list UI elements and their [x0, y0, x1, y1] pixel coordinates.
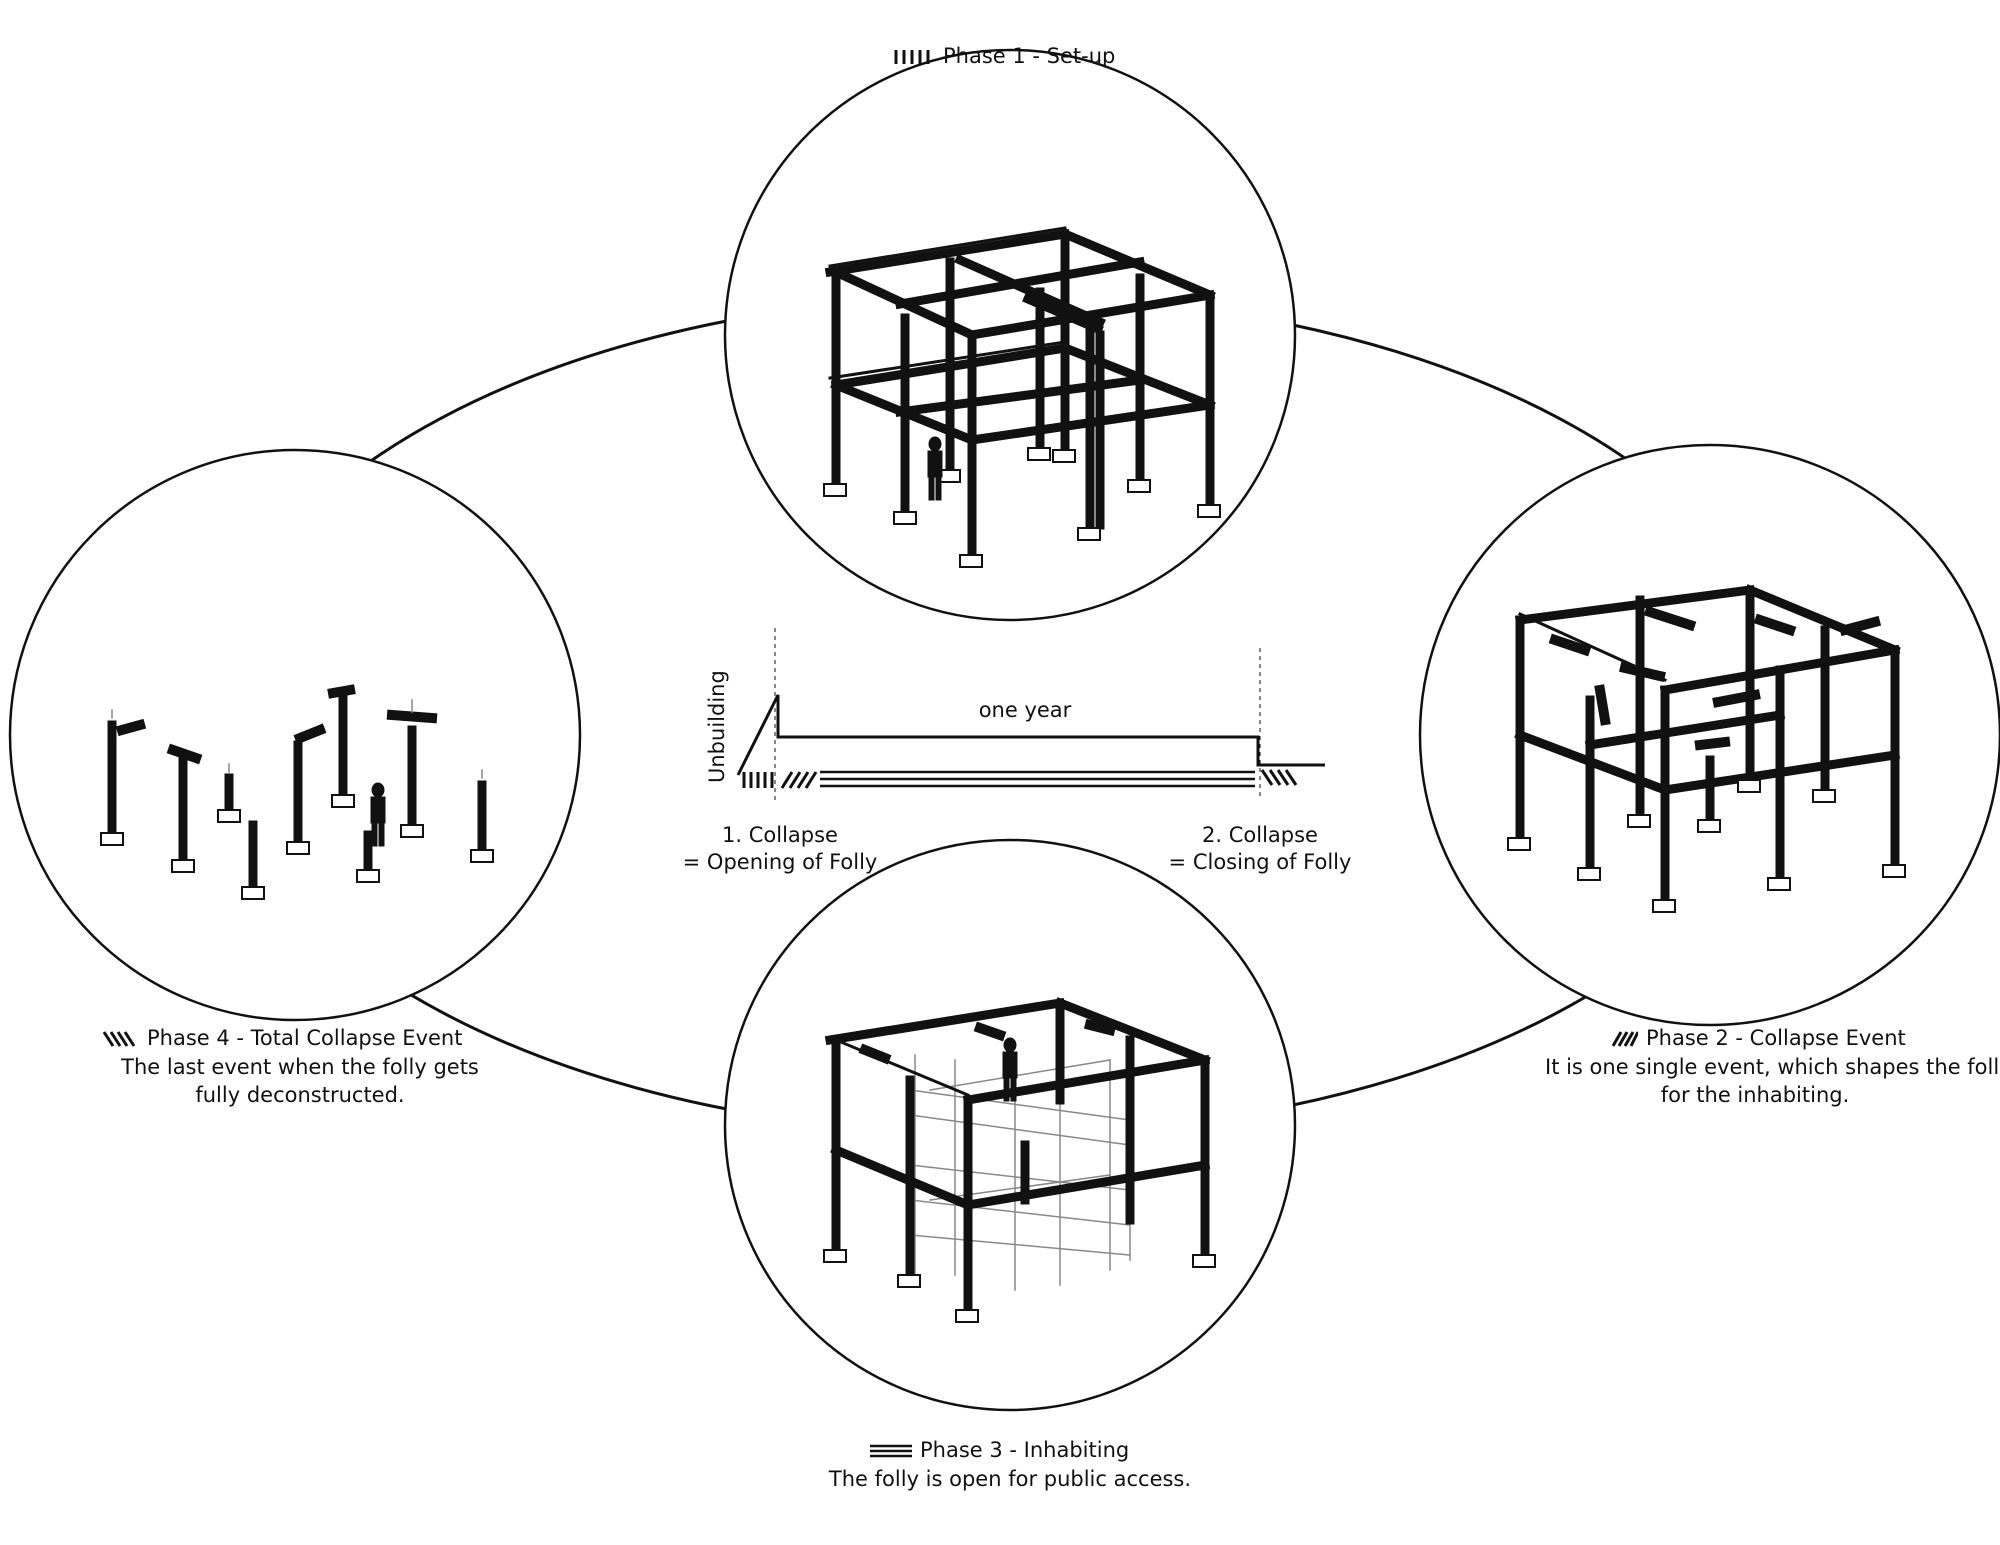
diagonal-hatch-icon — [1612, 1031, 1638, 1047]
phase2-circle — [1418, 443, 2000, 1027]
phase1-title-text: Phase 1 - Set-up — [943, 44, 1116, 68]
phase2-desc-line1: It is one single event, which shapes the… — [1545, 1055, 2000, 1079]
timeline-graph — [736, 628, 1325, 800]
phase4-desc-line1: The last event when the folly gets — [121, 1055, 479, 1079]
phase4-desc-line2: fully deconstructed. — [195, 1083, 405, 1107]
phase2-frame-drawing — [1507, 584, 1906, 913]
event1-line1: 1. Collapse — [722, 823, 838, 847]
phase1-frame-drawing — [823, 226, 1221, 568]
phase2-desc-line2: for the inhabiting. — [1660, 1083, 1850, 1107]
phase1-title: Phase 1 - Set-up — [893, 42, 1115, 70]
phase3-title-text: Phase 3 - Inhabiting — [920, 1438, 1130, 1462]
phase3-desc-line1: The folly is open for public access. — [828, 1467, 1192, 1491]
phase4-title-text: Phase 4 - Total Collapse Event — [147, 1026, 463, 1050]
event2-line2: = Closing of Folly — [1168, 850, 1352, 874]
phase3-title: Phase 3 - Inhabiting — [870, 1436, 1129, 1464]
phase2-title: Phase 2 - Collapse Event — [1612, 1024, 1906, 1052]
timeline-duration-label: one year — [978, 698, 1072, 722]
phase4-columns-drawing — [100, 684, 494, 900]
phase2-title-text: Phase 2 - Collapse Event — [1646, 1026, 1906, 1050]
horizontal-lines-icon — [870, 1444, 912, 1458]
event2-line1: 2. Collapse — [1202, 823, 1318, 847]
vertical-hatch-icon — [894, 50, 930, 64]
phase3-frame-drawing — [823, 997, 1216, 1323]
timeline-y-axis-label: Unbuilding — [705, 670, 729, 783]
phase4-title: Phase 4 - Total Collapse Event — [103, 1024, 462, 1052]
event1-line2: = Opening of Folly — [682, 850, 878, 874]
phase3-circle — [723, 838, 1297, 1412]
diagonal-hatch-reverse-icon — [103, 1031, 136, 1047]
phase1-circle — [723, 48, 1297, 622]
